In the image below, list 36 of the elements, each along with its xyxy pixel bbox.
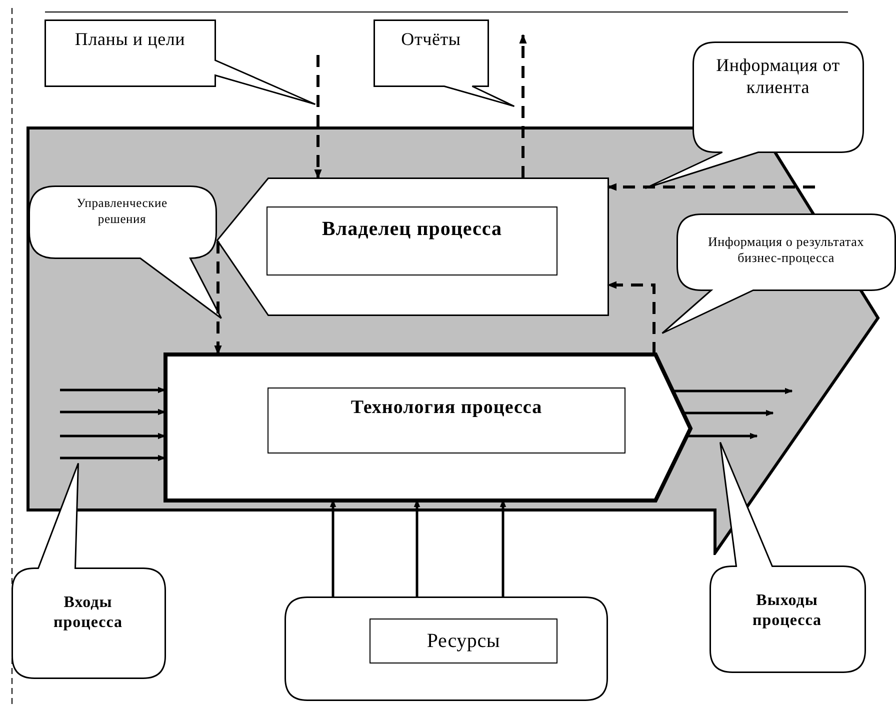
callout-text: Планы и цели [74,28,186,50]
arrow [672,388,793,394]
process-arrow-shape [26,126,880,555]
callout-text: Ресурсы [426,628,500,654]
callout-bubble [28,184,222,320]
arrow [60,386,166,394]
callout-text: Информация от клиента [715,54,841,98]
callout-box [44,18,316,106]
callout-text: Отчёты [401,28,461,50]
arrow [682,410,774,416]
arrow [60,454,166,462]
arrow [60,408,166,416]
arrow [60,432,166,440]
rounded-box [284,596,608,702]
label-box [267,387,626,454]
callout-bubble [10,462,166,680]
callout-bubble [708,440,866,674]
dashed-arrow [214,241,222,355]
callout-box [372,18,516,108]
label-box [266,206,558,276]
callout-text: Технология процесса [350,396,542,420]
callout-bubble [644,40,864,190]
callout-text: Входы процесса [52,593,124,633]
callout-text: Управленческие решения [76,196,168,228]
callout-bubble [660,212,896,334]
callout-text: Владелец процесса [322,216,502,242]
arrow [686,432,758,440]
callout-text: Информация о результатах бизнес-процесса [706,234,866,266]
label-box [369,618,558,664]
dashed-arrow [607,183,815,191]
dashed-arrow [314,55,322,179]
pentagon-shape [216,176,610,316]
dashed-arrow [607,281,656,354]
dashed-arrow [519,34,527,178]
process-arrow-shape [162,352,692,502]
callout-text: Выходы процесса [751,591,823,631]
